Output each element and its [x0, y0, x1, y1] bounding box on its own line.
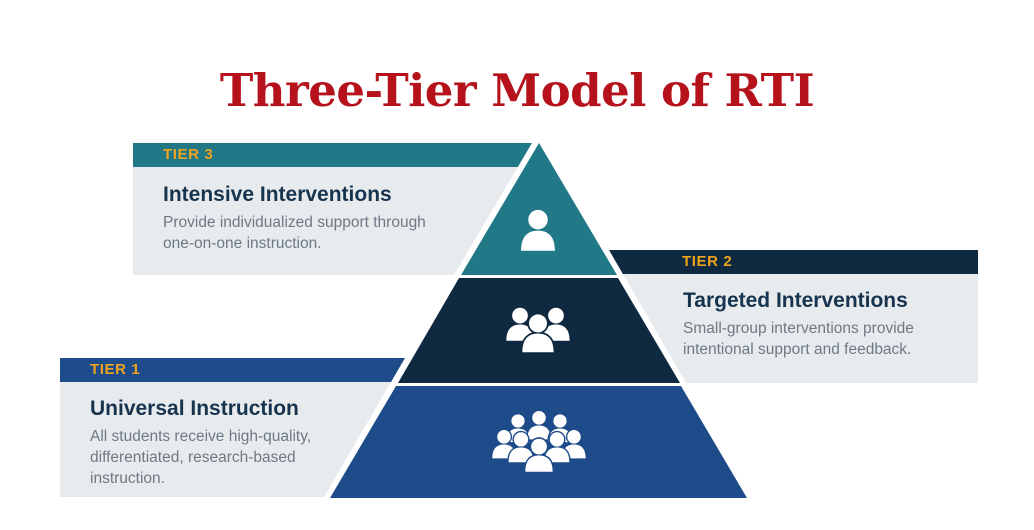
- tier2-heading: Targeted Interventions: [683, 289, 908, 312]
- tier2-header-bar: TIER 2: [609, 250, 978, 274]
- pyramid-tier3-shape: [461, 143, 617, 275]
- tier3-label: TIER 3: [163, 146, 214, 163]
- tier3-header-bar: TIER 3: [133, 143, 532, 167]
- tier1-label: TIER 1: [90, 361, 141, 378]
- tier3-description: Provide individualized support through o…: [163, 214, 426, 252]
- tier2-card: TIER 2 Targeted Interventions Small-grou…: [609, 250, 978, 383]
- tier2-description: Small-group interventions provide intent…: [683, 320, 914, 358]
- tier1-header-bar: TIER 1: [60, 358, 405, 382]
- tier2-label: TIER 2: [682, 253, 733, 270]
- tier1-heading: Universal Instruction: [90, 397, 299, 420]
- tier3-heading: Intensive Interventions: [163, 183, 392, 206]
- tier1-description: All students receive high-quality, diffe…: [90, 428, 312, 487]
- page-title: Three-Tier Model of RTI: [219, 64, 815, 117]
- tier2-body: Targeted Interventions Small-group inter…: [609, 274, 978, 383]
